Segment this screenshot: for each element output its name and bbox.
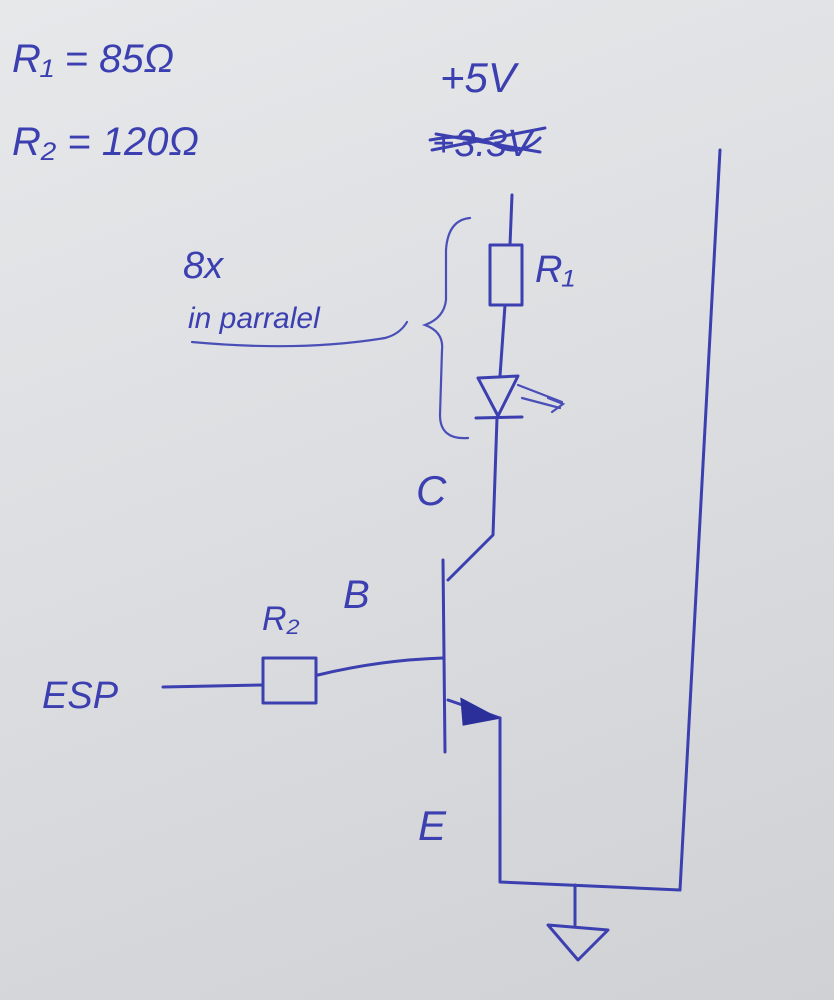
transistor-base-bar (441, 558, 447, 754)
resistor-r2 (261, 656, 318, 705)
base-wire (316, 656, 445, 677)
emitter-wire (498, 148, 722, 892)
supply-label: +5V (440, 54, 520, 101)
base-label: B (343, 573, 370, 617)
r1-led-wire (498, 303, 507, 378)
esp-wire (161, 683, 265, 689)
resistor-r1 (488, 243, 524, 307)
collector-label: C (416, 467, 447, 514)
ground-icon (546, 883, 610, 962)
r1-value-note: R₁ = 85Ω (12, 37, 174, 81)
r2-label: R₂ (262, 600, 300, 638)
emitter-label: E (418, 802, 447, 849)
note-underline (190, 320, 409, 348)
collector-wire (446, 416, 499, 582)
parallel-brace (421, 216, 472, 440)
esp-label: ESP (42, 675, 119, 717)
multiplier-note: in parralel (188, 302, 321, 335)
multiplier-label: 8x (183, 245, 225, 287)
r2-value-note: R₂ = 120Ω (12, 120, 199, 164)
emitter-arrow-icon (446, 697, 502, 726)
led-icon (474, 374, 566, 420)
crossed-out-supply-label: +3.3V (428, 123, 547, 165)
r1-label: R₁ (535, 249, 574, 291)
supply-wire (508, 193, 514, 247)
svg-text:+3.3V: +3.3V (432, 123, 536, 165)
